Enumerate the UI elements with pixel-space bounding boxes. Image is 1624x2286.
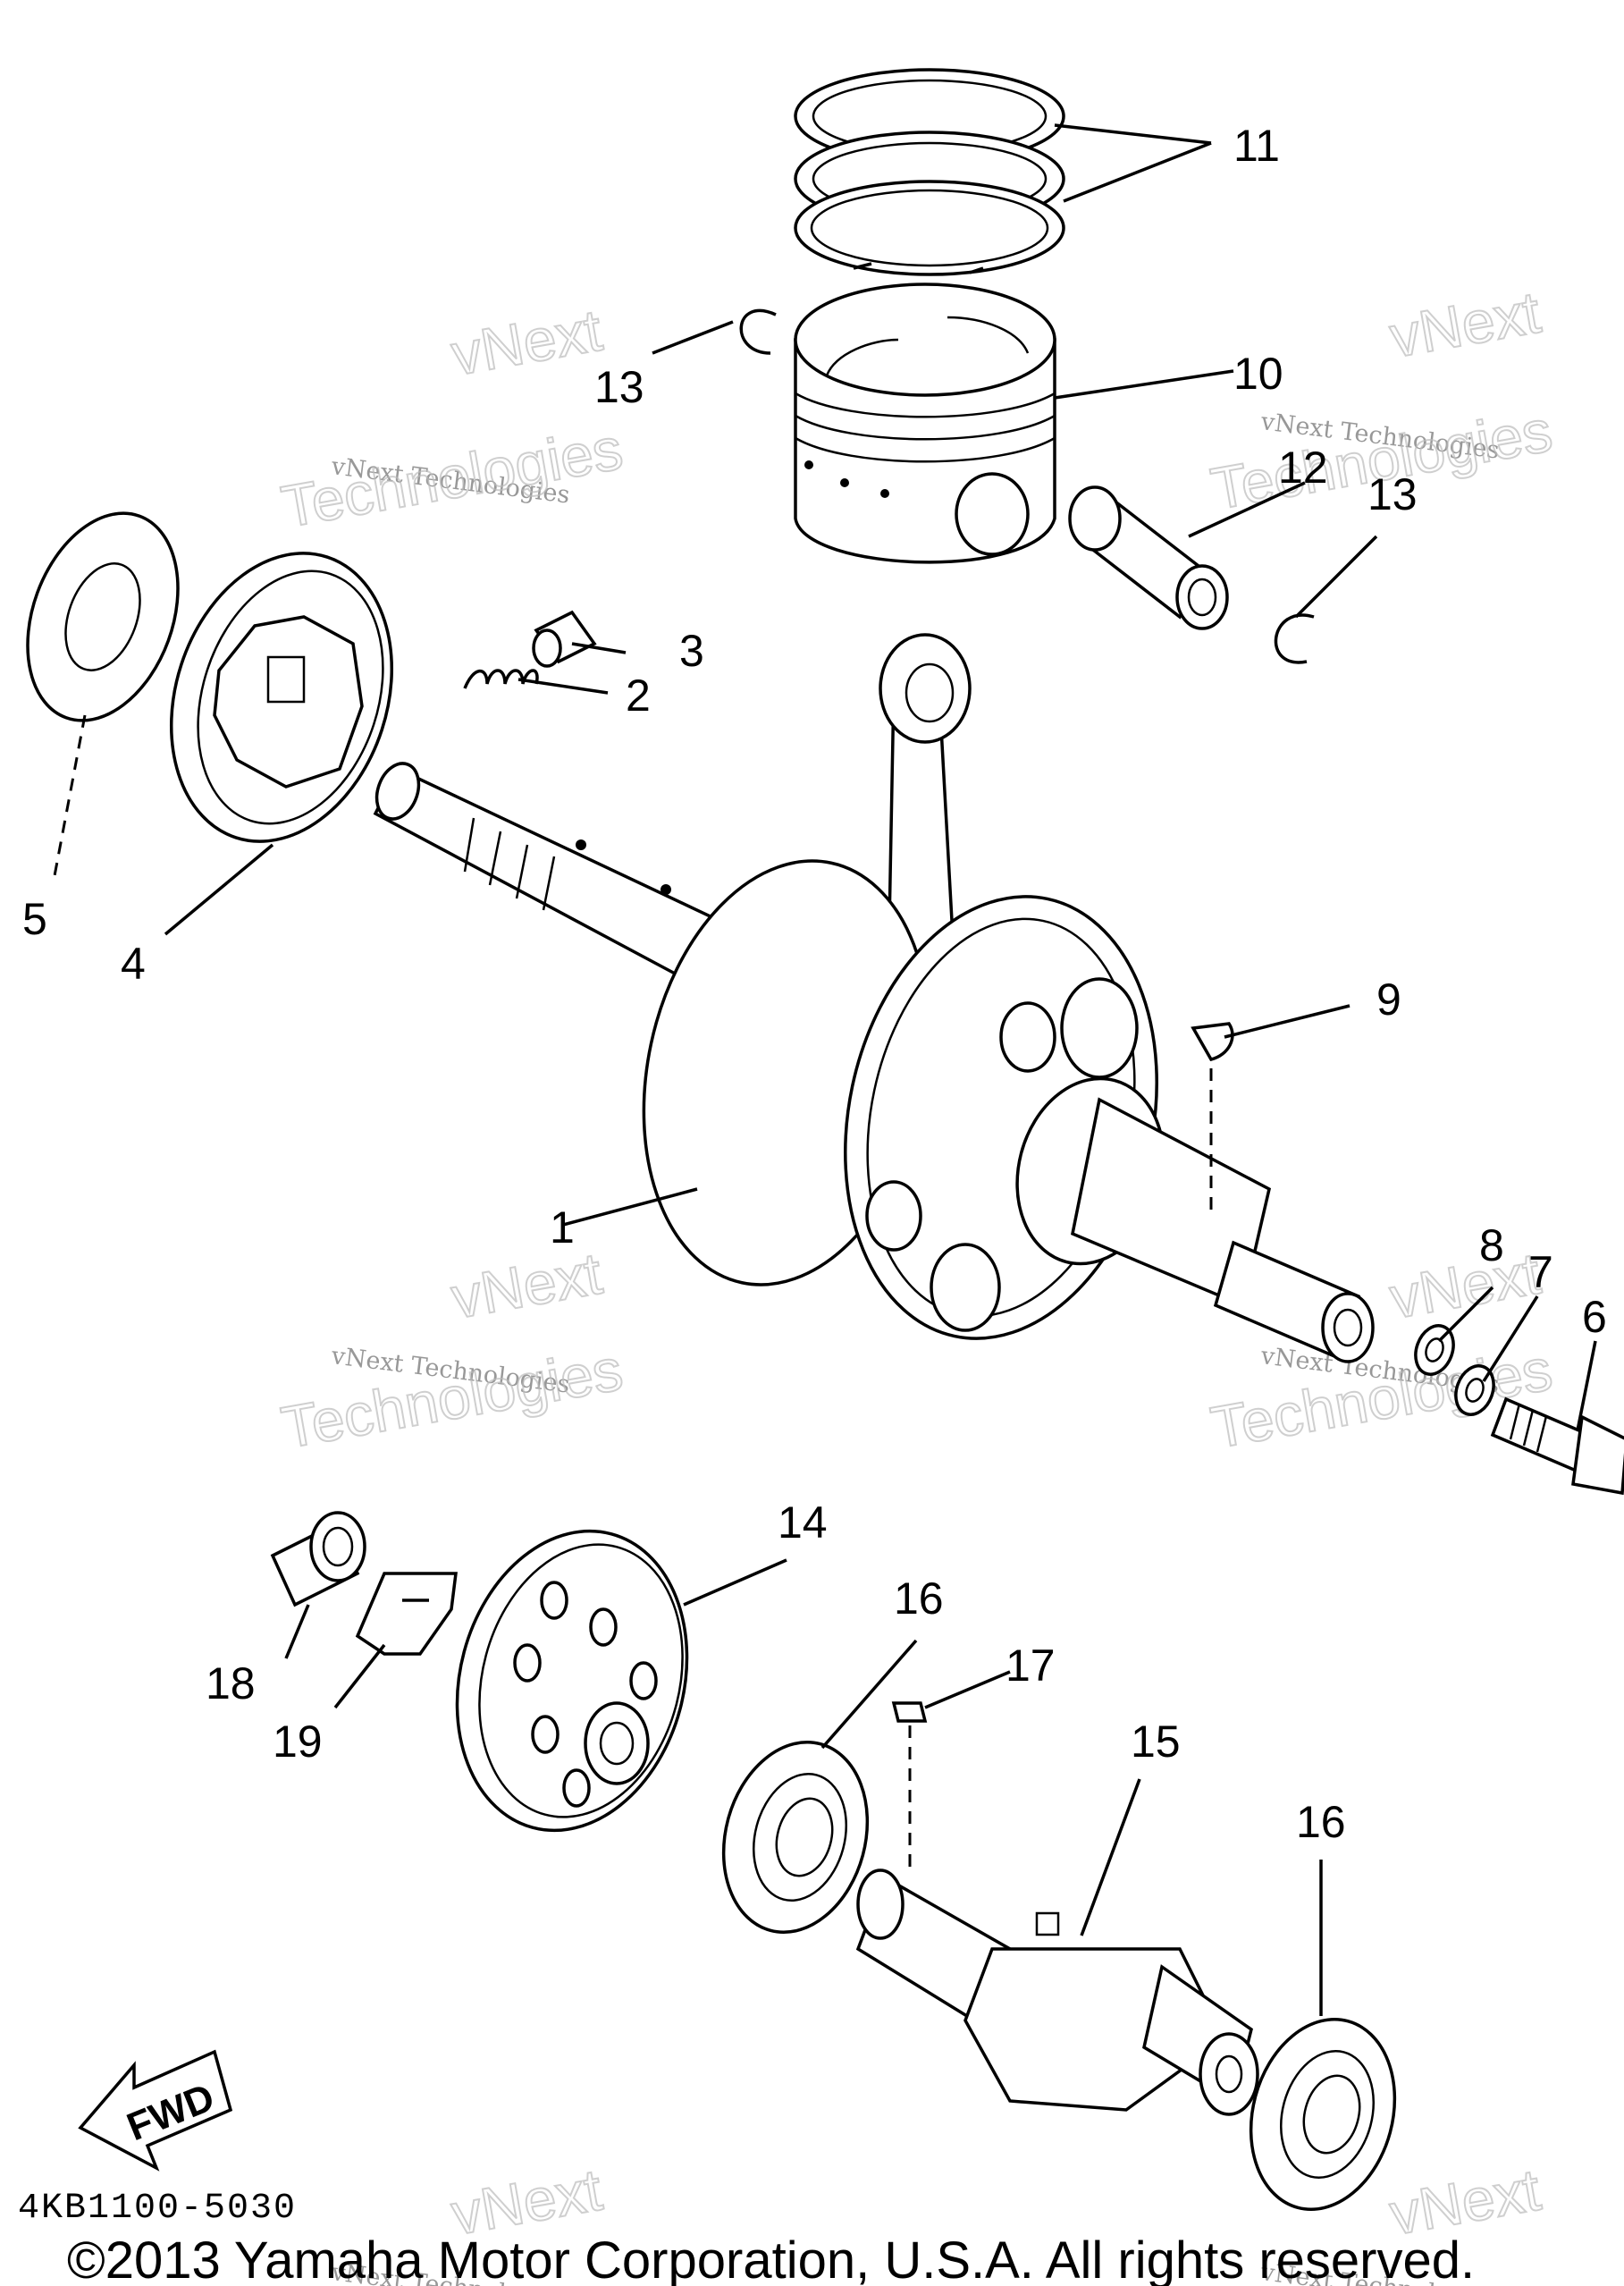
watermark-top-left: vNext Technologies vNext Technologies — [276, 296, 628, 541]
woodruff-key-drawing — [1191, 1022, 1234, 1062]
drive-gear-drawing — [455, 1529, 689, 1833]
label-18: 18 — [206, 1658, 256, 1708]
label-16-lower: 16 — [1296, 1797, 1346, 1847]
plate-drawing — [355, 1572, 458, 1656]
part-labels: 11 10 13 12 13 3 2 5 4 9 1 8 7 6 14 16 1… — [22, 121, 1607, 1847]
label-14: 14 — [778, 1497, 828, 1548]
circlip-lower-drawing — [1274, 613, 1315, 664]
svg-text:Technologies: Technologies — [277, 1336, 627, 1461]
svg-text:Technologies: Technologies — [277, 415, 627, 540]
label-16-upper: 16 — [894, 1573, 944, 1624]
circlip-upper-drawing — [739, 308, 777, 355]
copyright-notice: ©2013 Yamaha Motor Corporation, U.S.A. A… — [67, 2231, 1475, 2286]
label-12: 12 — [1278, 443, 1328, 493]
label-17: 17 — [1006, 1641, 1056, 1691]
label-7: 7 — [1528, 1247, 1553, 1297]
balancer-shaft-drawing — [855, 1868, 1259, 2116]
label-3: 3 — [679, 626, 704, 676]
label-15: 15 — [1131, 1717, 1181, 1767]
svg-text:Technologies: Technologies — [1207, 1336, 1557, 1461]
bolt-drawing — [1490, 1396, 1624, 1496]
collar-drawing — [270, 1511, 366, 1607]
crankshaft-drawing — [373, 633, 1375, 1363]
piston-drawing — [794, 283, 1056, 564]
drawing-code: 4KB1100-5030 — [18, 2189, 297, 2229]
piston-rings-drawing — [794, 68, 1065, 276]
washer-drawing — [26, 511, 180, 722]
fwd-arrow: FWD — [78, 2049, 233, 2172]
svg-text:vNext: vNext — [1385, 279, 1545, 370]
balancer-key-drawing — [891, 1701, 928, 1723]
svg-text:vNext: vNext — [447, 297, 607, 388]
bearing-upper-drawing — [721, 1740, 870, 1935]
svg-text:vNext: vNext — [447, 1240, 607, 1331]
svg-text:vNext: vNext — [1385, 1240, 1545, 1331]
label-11: 11 — [1233, 121, 1280, 171]
label-4: 4 — [121, 939, 146, 989]
watermark-middle-left: vNext Technologies vNext Technologies — [276, 1239, 628, 1462]
label-1: 1 — [550, 1202, 575, 1253]
label-6: 6 — [1582, 1292, 1607, 1342]
label-13-upper: 13 — [594, 362, 644, 412]
leader-lines — [52, 123, 1597, 2016]
pin-drawing — [532, 610, 597, 668]
bearing-lower-drawing — [1249, 2017, 1397, 2212]
piston-pin-drawing — [1068, 485, 1229, 630]
oneway-clutch-drawing — [169, 552, 394, 843]
label-13-lower: 13 — [1367, 469, 1418, 519]
label-8: 8 — [1479, 1220, 1504, 1270]
label-9: 9 — [1376, 974, 1401, 1025]
label-5: 5 — [22, 894, 47, 944]
label-2: 2 — [626, 671, 651, 721]
label-19: 19 — [273, 1717, 323, 1767]
spring-drawing — [463, 669, 539, 689]
label-10: 10 — [1233, 349, 1283, 399]
